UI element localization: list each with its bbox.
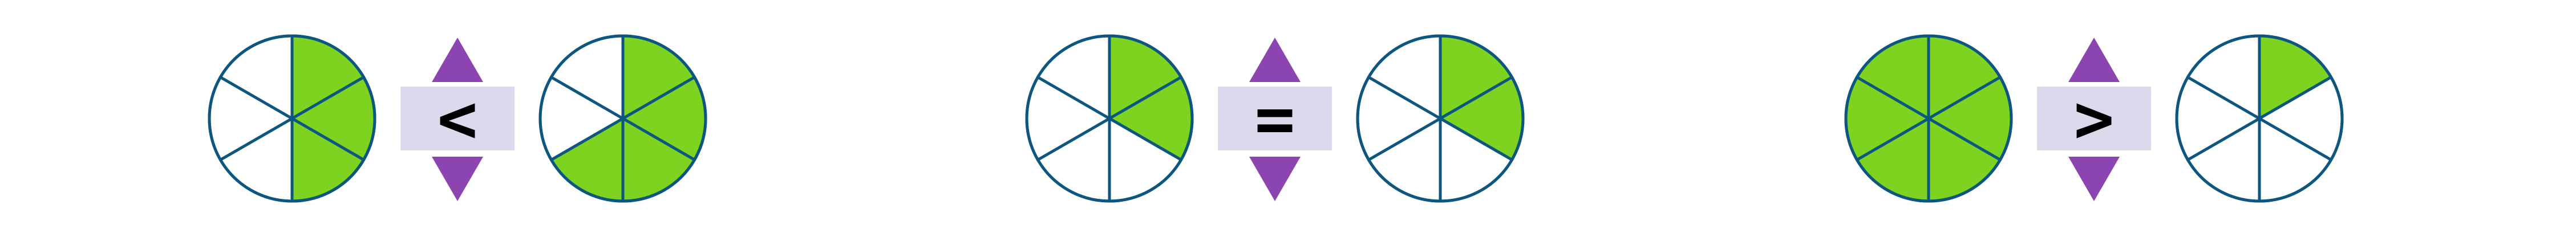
circle-outline [1844, 34, 2013, 203]
comparison-symbol: = [1254, 79, 1295, 158]
fraction-circle-right [537, 33, 708, 204]
triangle-down-icon[interactable] [2068, 157, 2120, 201]
comparison-symbol: > [2073, 79, 2115, 158]
triangle-down-icon[interactable] [432, 157, 483, 201]
pie-chart-right-3 [2175, 34, 2344, 203]
fraction-circle-left [206, 33, 378, 204]
comparison-1: < [206, 0, 708, 237]
circle-outline [538, 34, 707, 203]
comparator: = [1218, 0, 1332, 237]
fraction-circle-right [2174, 33, 2345, 204]
circle-outline [208, 34, 376, 203]
comparison-symbol-box[interactable]: = [1218, 79, 1332, 158]
comparison-symbol-box[interactable]: > [2037, 79, 2151, 158]
circle-outline [1025, 34, 1194, 203]
pie-chart-left-3 [1844, 34, 2013, 203]
triangle-up-icon[interactable] [1249, 38, 1301, 82]
comparison-symbol: < [437, 79, 478, 158]
pie-chart-left-2 [1025, 34, 1194, 203]
pie-chart-right-1 [538, 34, 707, 203]
triangle-up-icon[interactable] [432, 38, 483, 82]
pie-chart-right-2 [1356, 34, 1525, 203]
fraction-circle-left [1843, 33, 2014, 204]
comparison-3: > [1843, 0, 2345, 237]
comparison-2: = [1024, 0, 1526, 237]
pie-chart-left-1 [208, 34, 376, 203]
comparison-symbol-box[interactable]: < [400, 79, 515, 158]
triangle-up-icon[interactable] [2068, 38, 2120, 82]
circle-outline [2175, 34, 2344, 203]
comparator: < [400, 0, 515, 237]
circle-outline [1356, 34, 1525, 203]
fraction-circle-left [1024, 33, 1195, 204]
fraction-circle-right [1355, 33, 1526, 204]
comparator: > [2037, 0, 2151, 237]
triangle-down-icon[interactable] [1249, 157, 1301, 201]
